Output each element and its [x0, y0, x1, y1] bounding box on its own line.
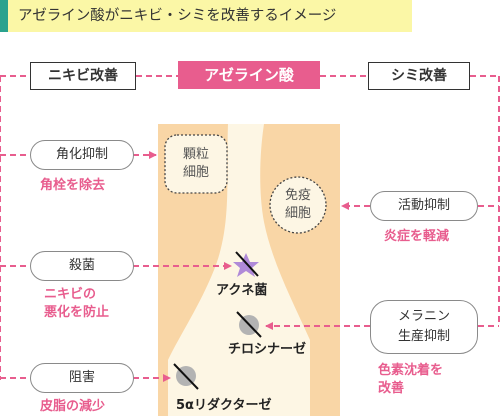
- action-keratinization-suppression: 角化抑制: [30, 140, 134, 170]
- granular-cell-label: 顆粒 細胞: [168, 146, 224, 182]
- granular-cell-outline: [164, 134, 228, 194]
- immune-cell-line2: 細胞: [284, 206, 311, 221]
- header-spot-improvement: シミ改善: [368, 62, 470, 90]
- melanin-label-line2: 生産抑制: [397, 329, 450, 344]
- header-acne-improvement: ニキビ改善: [30, 62, 136, 90]
- effect-prevent-line2: 悪化を防止: [44, 305, 110, 320]
- granular-cell-line2: 細胞: [182, 165, 209, 180]
- title-accent-bar: [0, 0, 8, 32]
- diagram-title: アゼライン酸がニキビ・シミを改善するイメージ: [18, 8, 337, 24]
- reductase-label: 5αリダクターゼ: [176, 398, 272, 413]
- action-inhibition: 阻害: [30, 363, 134, 393]
- effect-pigment-line1: 色素沈着を: [378, 363, 444, 378]
- header-azelaic-acid: アゼライン酸: [178, 61, 320, 89]
- effect-reduce-sebum: 皮脂の減少: [40, 399, 106, 414]
- effect-prevent-worsening: ニキビの 悪化を防止: [44, 286, 109, 322]
- action-arrows: [133, 151, 370, 382]
- reductase-block-slash: [173, 363, 199, 390]
- effect-remove-plugs: 角栓を除去: [40, 178, 106, 193]
- immune-cell-line1: 免疫: [284, 188, 311, 203]
- immune-cell-outline: [269, 176, 327, 234]
- immune-cell-label: 免疫 細胞: [272, 187, 324, 223]
- melanin-label-line1: メラニン: [397, 309, 450, 324]
- action-activity-suppression: 活動抑制: [370, 191, 478, 221]
- effect-reduce-inflammation: 炎症を軽減: [384, 229, 450, 244]
- granular-cell-line1: 顆粒: [182, 147, 209, 162]
- action-sterilization: 殺菌: [30, 251, 134, 281]
- title-banner: アゼライン酸がニキビ・シミを改善するイメージ: [0, 0, 412, 32]
- acne-bacteria-label: アクネ菌: [216, 283, 268, 298]
- acne-block-slash: [235, 251, 259, 277]
- effect-prevent-line1: ニキビの: [44, 287, 97, 302]
- hair-follicle: [168, 124, 310, 416]
- effect-pigment-line2: 改善: [378, 381, 405, 396]
- tyrosinase-block-slash: [236, 311, 262, 338]
- action-melanin-suppression: メラニン 生産抑制: [370, 300, 478, 354]
- tyrosinase-label: チロシナーゼ: [228, 342, 307, 357]
- effect-improve-pigmentation: 色素沈着を 改善: [378, 362, 443, 398]
- connector-lines: [0, 75, 500, 380]
